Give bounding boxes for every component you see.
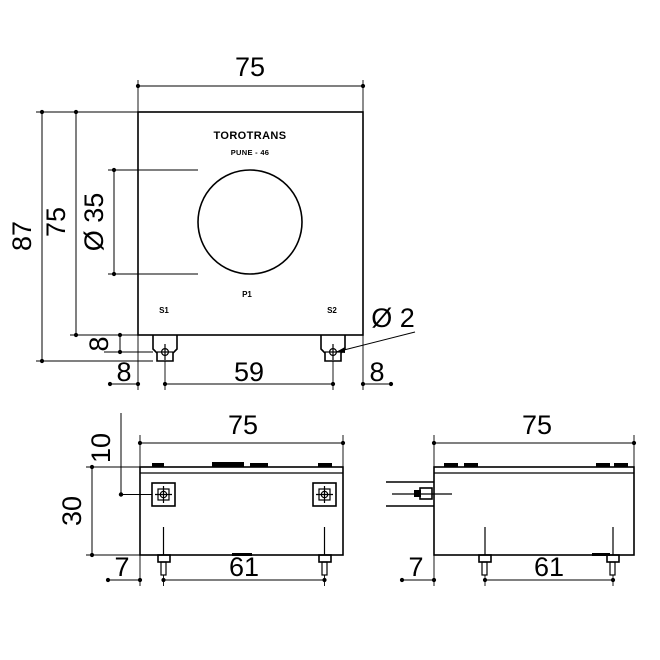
top-dim-bottom-chain: 7 61 (105, 552, 327, 586)
front-view-body-outline (137, 111, 364, 336)
top-view-tab-3 (250, 463, 268, 467)
top-dim-terminal-height-10: 10 (86, 413, 152, 497)
terminal-label-p1: P1 (242, 290, 252, 299)
top-dim-75-text: 75 (228, 410, 258, 440)
side-view-foot-left-shank (481, 561, 488, 576)
top-view-tab-2 (212, 462, 244, 467)
front-dim-2-arrowhead (336, 347, 345, 353)
top-view: 75 10 30 7 61 (57, 410, 346, 586)
brand-label: TOROTRANS (213, 130, 286, 142)
side-view-foot-right-shank (609, 561, 616, 576)
side-view-foot-right (606, 527, 620, 576)
side-view-foot-left (478, 527, 492, 576)
side-view-tab-2 (464, 463, 478, 467)
side-view-body-outline (433, 466, 635, 556)
side-view-terminal-bracket (386, 481, 452, 507)
front-dim-59-text: 59 (234, 357, 264, 387)
top-view-terminal-right (312, 482, 337, 507)
front-dim-left8-text: 8 (116, 357, 131, 387)
side-dim-75-text: 75 (522, 410, 552, 440)
side-view-tab-1 (444, 463, 458, 467)
side-dim-overall-width-75: 75 (431, 410, 637, 467)
side-view-tab-4 (614, 463, 628, 467)
front-dim-75-text: 75 (235, 52, 265, 82)
front-dim-2-text: Ø 2 (371, 303, 415, 333)
top-view-tab-1 (152, 463, 164, 467)
brand-location-label: PUNE - 46 (231, 148, 270, 157)
front-view-bore-circle (197, 169, 303, 275)
side-dim-bottom-chain: 7 61 (399, 552, 616, 586)
top-dim-10-text: 10 (86, 433, 116, 463)
side-view-tab-3 (596, 463, 610, 467)
front-dim-35-text: Ø 35 (79, 193, 109, 252)
top-dim-30-text: 30 (57, 496, 87, 526)
top-view-bottom-tab (232, 553, 252, 556)
side-view-bottom-tab (592, 553, 610, 556)
front-dim-2-leader (335, 331, 416, 353)
front-dim-overall-height-87: 87 (7, 109, 153, 364)
top-dim-body-depth-30: 30 (57, 464, 140, 558)
front-dim-hole-diameter-2: Ø 2 (335, 303, 416, 353)
front-dim-bore-35: Ø 35 (79, 167, 198, 277)
side-view: 75 7 61 (386, 410, 637, 586)
terminal-label-s1: S1 (159, 306, 169, 315)
top-dim-overall-width-75: 75 (137, 410, 346, 467)
front-dim-87-text: 87 (7, 221, 37, 251)
side-dim-7-text: 7 (408, 552, 423, 582)
side-dim-61-text: 61 (534, 552, 564, 582)
top-view-tab-4 (318, 463, 332, 467)
front-dim-bottom-chain: 8 59 8 (107, 335, 394, 390)
front-dim-overall-width-75: 75 (135, 52, 366, 112)
front-dim-foot-height-8: 8 (84, 332, 153, 355)
terminal-label-s2: S2 (327, 306, 337, 315)
top-dim-61-text: 61 (229, 552, 259, 582)
front-dim-right8-text: 8 (369, 357, 384, 387)
top-view-terminal-right-box (312, 482, 337, 507)
front-dim-body75-text: 75 (41, 207, 71, 237)
top-dim-7-text: 7 (114, 552, 129, 582)
front-dim-foot8-text: 8 (84, 336, 114, 351)
front-view: TOROTRANS PUNE - 46 P1 S1 S2 75 (7, 52, 416, 390)
